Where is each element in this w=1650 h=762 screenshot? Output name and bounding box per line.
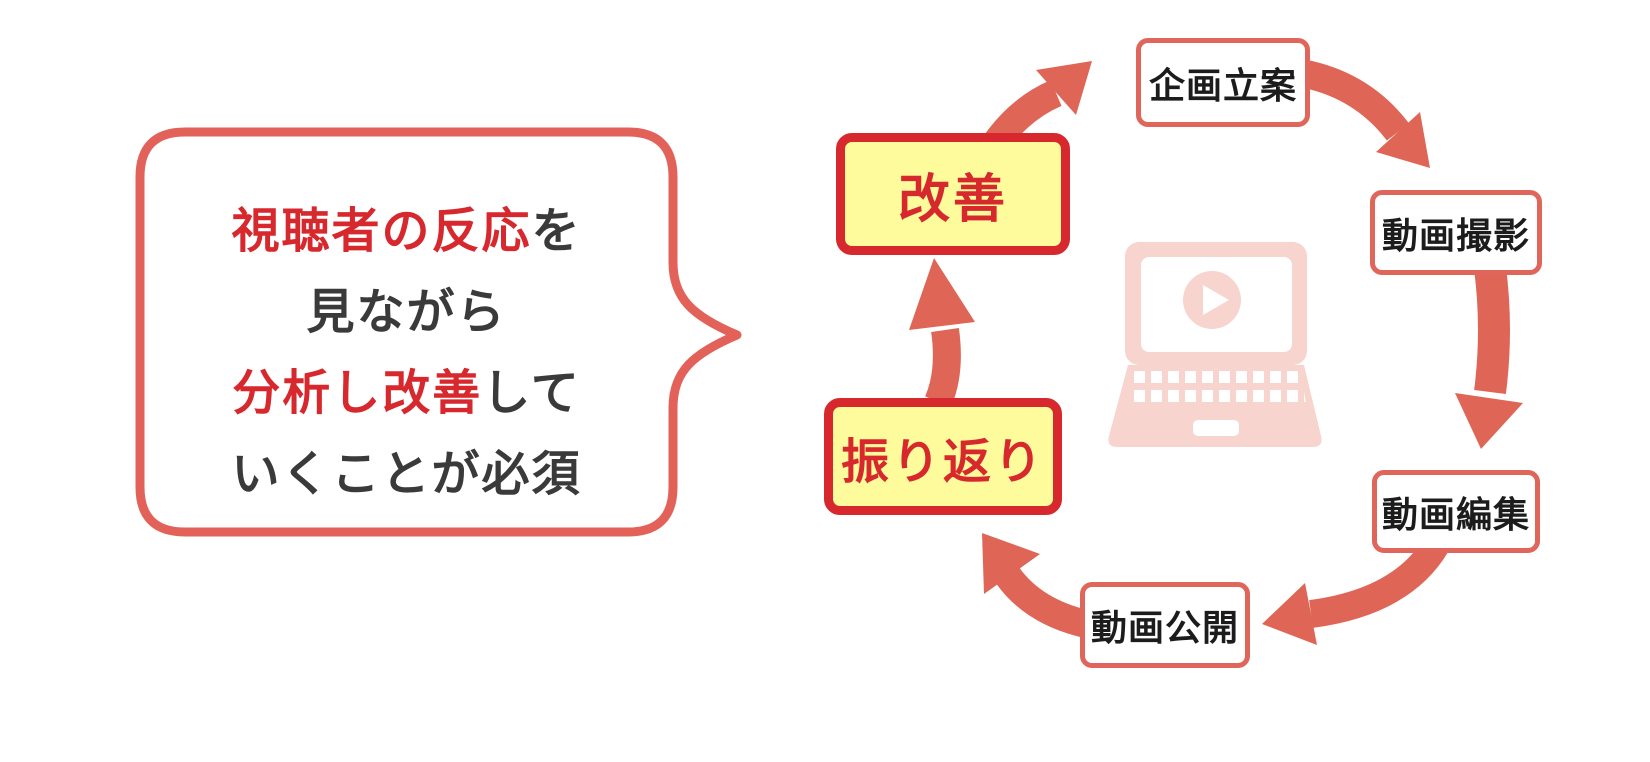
bubble-line-1-rest: を	[531, 205, 582, 258]
cycle-step-publishing: 動画公開	[1080, 582, 1250, 668]
bubble-line-1-highlight: 視聴者の反応	[231, 205, 532, 258]
bubble-line-3: 分析し改善して	[140, 353, 673, 434]
cycle-step-review-label: 振り返り	[840, 435, 1045, 489]
laptop-trackpad	[1193, 420, 1239, 436]
cycle-step-editing: 動画編集	[1372, 470, 1540, 553]
laptop-video-play-icon	[1108, 242, 1322, 447]
cycle-step-planning-label: 企画立案	[1148, 64, 1297, 106]
cycle-step-publishing-label: 動画公開	[1090, 607, 1239, 648]
laptop-keyboard	[1128, 370, 1306, 403]
cycle-step-planning: 企画立案	[1136, 38, 1310, 127]
cycle-step-improvement-label: 改善	[897, 170, 1008, 229]
cycle-arrow-review-to-improvement	[909, 258, 975, 408]
bubble-line-1: 視聴者の反応を	[140, 191, 673, 272]
cycle-step-review: 振り返り	[824, 398, 1062, 515]
bubble-line-2: 見ながら	[306, 286, 507, 339]
cycle-arrow-editing-to-publishing	[1262, 537, 1449, 645]
cycle-arrow-shooting-to-editing	[1455, 265, 1523, 449]
bubble-line-3-rest: して	[482, 367, 581, 420]
speech-bubble-shape	[135, 127, 742, 537]
cycle-arrow-publishing-to-review	[982, 533, 1090, 638]
bubble-line-3-highlight: 分析し改善	[232, 367, 483, 420]
cycle-step-improvement: 改善	[836, 133, 1070, 255]
speech-bubble: 視聴者の反応を 見ながら 分析し改善して いくことが必須	[140, 191, 673, 515]
cycle-arrow-planning-to-shooting	[1292, 58, 1430, 168]
cycle-step-shooting-label: 動画撮影	[1381, 214, 1530, 256]
cycle-step-shooting: 動画撮影	[1370, 190, 1542, 275]
bubble-line-4: いくことが必須	[231, 448, 582, 501]
cycle-step-editing-label: 動画編集	[1381, 493, 1530, 535]
